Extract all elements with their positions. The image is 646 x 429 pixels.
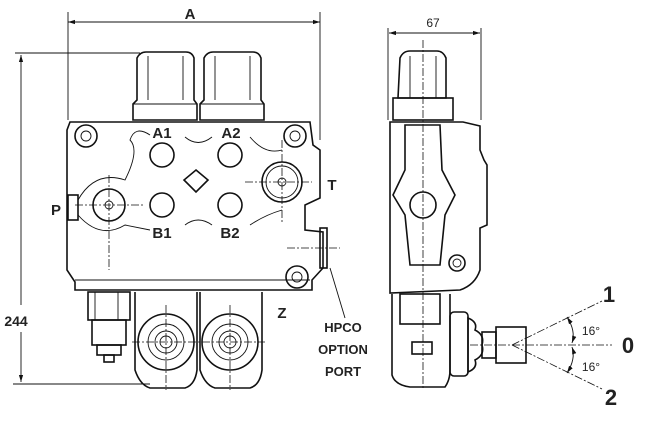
port-t-label: T <box>327 177 336 194</box>
side-view: 67 16° 16° 1 0 2 <box>387 16 634 410</box>
dimension-height-label: 244 <box>4 313 28 329</box>
lever-position-1: 1 <box>603 282 615 307</box>
port-b2-label: B2 <box>220 225 239 242</box>
port-a2-label: A2 <box>221 125 240 142</box>
front-view: A 244 <box>4 6 368 390</box>
angle-up-label: 16° <box>582 324 600 338</box>
valve-body <box>66 121 346 319</box>
top-spool-caps <box>132 51 265 121</box>
hpco-label-line1: HPCO <box>324 320 362 335</box>
dimension-height: 244 <box>4 52 150 385</box>
port-b1-label: B1 <box>152 225 171 242</box>
port-p-label: P <box>51 202 61 219</box>
bottom-spool-ends <box>87 291 265 390</box>
dimension-depth: 67 <box>387 16 482 120</box>
dimension-depth-label: 67 <box>426 16 440 30</box>
angle-down-label: 16° <box>582 360 600 374</box>
dimension-a: A <box>67 6 321 140</box>
lever-position-0: 0 <box>622 333 634 358</box>
port-z-label: Z <box>277 305 286 322</box>
port-a1-label: A1 <box>152 125 171 142</box>
hpco-label-line2: OPTION <box>318 342 368 357</box>
dimension-a-label: A <box>185 6 196 23</box>
hpco-label-line3: PORT <box>325 364 361 379</box>
lever-handle <box>449 300 612 390</box>
lever-position-2: 2 <box>605 385 617 410</box>
